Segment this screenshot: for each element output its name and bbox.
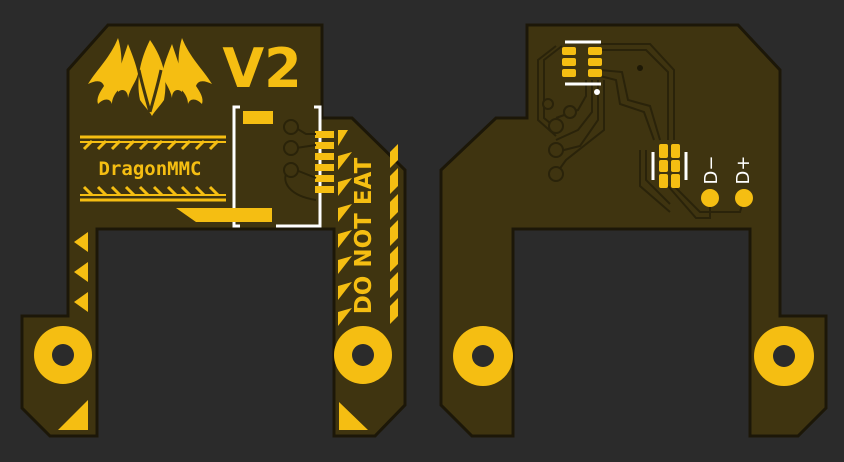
mounting-hole-back-left [453, 326, 513, 386]
saw-teeth-left [74, 232, 88, 312]
corner-triangle-right [339, 402, 368, 430]
corner-triangle-left [58, 400, 88, 430]
vias [542, 98, 577, 182]
copper-traces [537, 43, 745, 219]
version-label: V2 [222, 37, 301, 100]
pad-plus-label: D+ [733, 156, 754, 185]
brand-label: DragonMMC [99, 158, 202, 180]
ic-footprint [562, 40, 602, 95]
test-via [637, 65, 643, 71]
mounting-hole-front-right [334, 326, 392, 384]
smd-component [651, 144, 688, 188]
usb-connector-footprint [176, 105, 334, 228]
brand-bottom-hatch [80, 185, 226, 202]
pcb-front-side: V2 DragonMMC [20, 23, 407, 438]
hazard-stripes-right [338, 130, 398, 326]
pcb-back-side: D− D+ [439, 23, 828, 438]
pad-minus [701, 189, 719, 207]
warning-label: DO NOT EAT [351, 157, 377, 314]
front-board-outline [20, 23, 407, 438]
mounting-hole-front-left [34, 326, 92, 384]
mounting-hole-back-right [754, 326, 814, 386]
pad-minus-label: D− [701, 156, 722, 185]
back-board-outline [439, 23, 828, 438]
brand-top-hatch [80, 135, 226, 151]
pad-plus [735, 189, 753, 207]
